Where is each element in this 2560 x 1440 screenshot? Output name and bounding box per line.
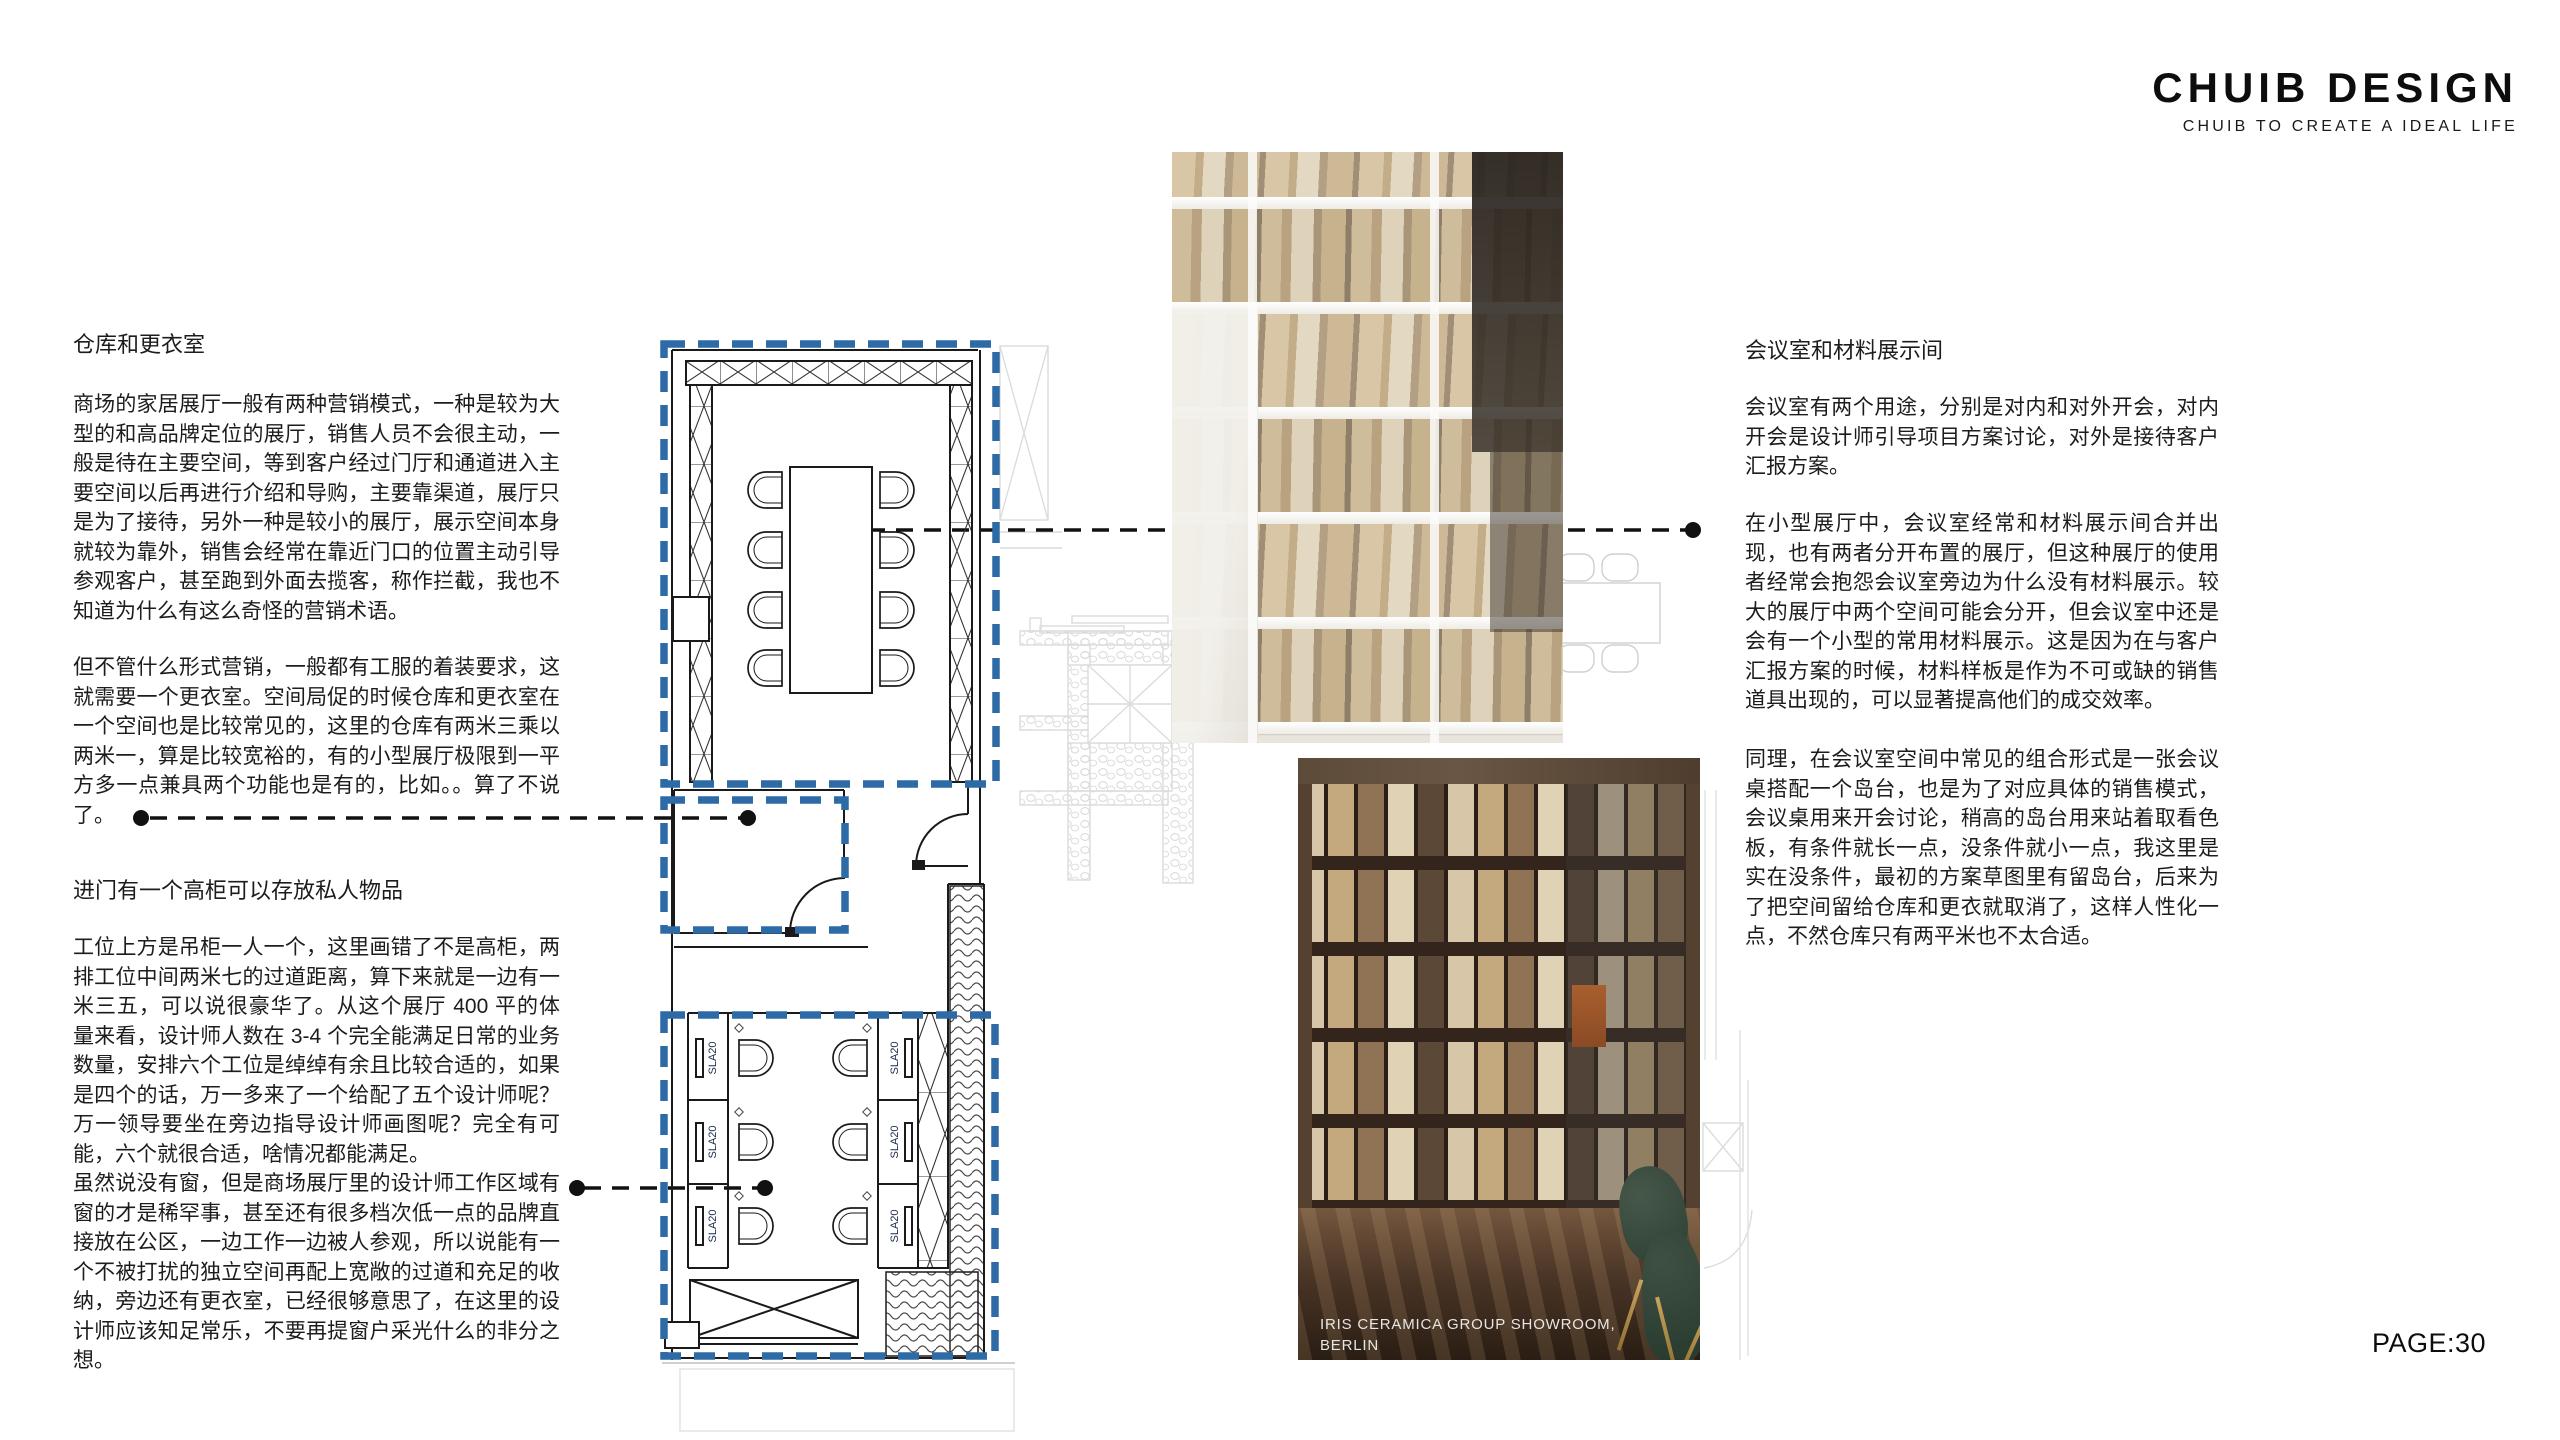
background-context-plan	[662, 345, 1753, 1432]
desks-left	[687, 1013, 729, 1269]
shelf-post	[1248, 152, 1257, 743]
desk-labels: SLA20 SLA20 SLA20 SLA20 SLA20 SLA20	[707, 1041, 901, 1242]
page-number-label: PAGE:30	[2371, 1328, 2486, 1358]
door-swing	[789, 877, 846, 934]
brand-logo: CHUIB DESIGN CHUIB TO CREATE A IDEAL LIF…	[2152, 64, 2518, 136]
desk-label: SLA20	[707, 1041, 719, 1074]
brand-logo-tagline: CHUIB TO CREATE A IDEAL LIFE	[2182, 118, 2518, 135]
rust-tile	[1572, 985, 1606, 1047]
right-paragraph-2: 在小型展厅中，会议室经常和材料展示间合并出现，也有两者分开布置的展厅，但这种展厅…	[1745, 512, 2219, 712]
desk-label: SLA20	[889, 1125, 901, 1158]
left-paragraph-3: 工位上方是吊柜一人一个，这里画错了不是高柜，两排工位中间两米七的过道距离，算下来…	[73, 936, 560, 1166]
right-paragraph-3: 同理，在会议室空间中常见的组合形式是一张会议桌搭配一个岛台，也是为了对应具体的销…	[1745, 748, 2219, 948]
door-swing	[915, 813, 969, 867]
photo-caption-line1: IRIS CERAMICA GROUP SHOWROOM,	[1320, 1316, 1616, 1333]
desk-label: SLA20	[707, 1125, 719, 1158]
conference-table	[789, 466, 873, 694]
dark-marble-slabs	[1472, 152, 1563, 452]
ceiling-beam	[1298, 758, 1700, 784]
photo-caption: IRIS CERAMICA GROUP SHOWROOM, BERLIN	[1320, 1314, 1615, 1356]
right-paragraph-1: 会议室有两个用途，分别是对内和对外开会，对内开会是设计师引导项目方案讨论，对外是…	[1745, 396, 2219, 478]
highlight-workstation-area	[660, 1011, 999, 1360]
left-heading-warehouse: 仓库和更衣室	[73, 332, 206, 357]
right-heading-meeting-room: 会议室和材料展示间	[1745, 338, 1944, 363]
brand-logo-title: CHUIB DESIGN	[2152, 64, 2518, 111]
highlight-meeting-room	[660, 340, 1000, 788]
left-paragraph-1: 商场的家居展厅一般有两种营销模式，一种是较为大型的和高品牌定位的展厅，销售人员不…	[73, 393, 560, 623]
showroom-photo: IRIS CERAMICA GROUP SHOWROOM, BERLIN	[1298, 758, 1700, 1360]
tile-display-grid	[1298, 784, 1700, 1208]
shelf-lip	[1172, 197, 1563, 209]
hatched-floor-box	[885, 1271, 979, 1357]
plan-walls	[662, 349, 985, 1360]
desk-label: SLA20	[889, 1209, 901, 1242]
highlight-storage-room	[660, 796, 849, 934]
white-marble-slabs	[1172, 312, 1258, 743]
storage-room-walls	[673, 789, 845, 934]
material-shelf-photo	[1172, 152, 1563, 743]
desk-label: SLA20	[889, 1041, 901, 1074]
left-heading-locker: 进门有一个高柜可以存放私人物品	[73, 878, 404, 903]
photo-caption-line2: BERLIN	[1320, 1337, 1379, 1354]
desk-label: SLA20	[707, 1209, 719, 1242]
plan-highlight-rects	[660, 340, 1000, 1360]
left-paragraph-4: 虽然说没有窗，但是商场展厅里的设计师工作区域有窗的才是稀罕事，甚至还有很多档次低…	[73, 1172, 560, 1372]
left-paragraph-2: 但不管什么形式营销，一般都有工服的着装要求，这就需要一个更衣室。空间局促的时候仓…	[73, 656, 560, 827]
